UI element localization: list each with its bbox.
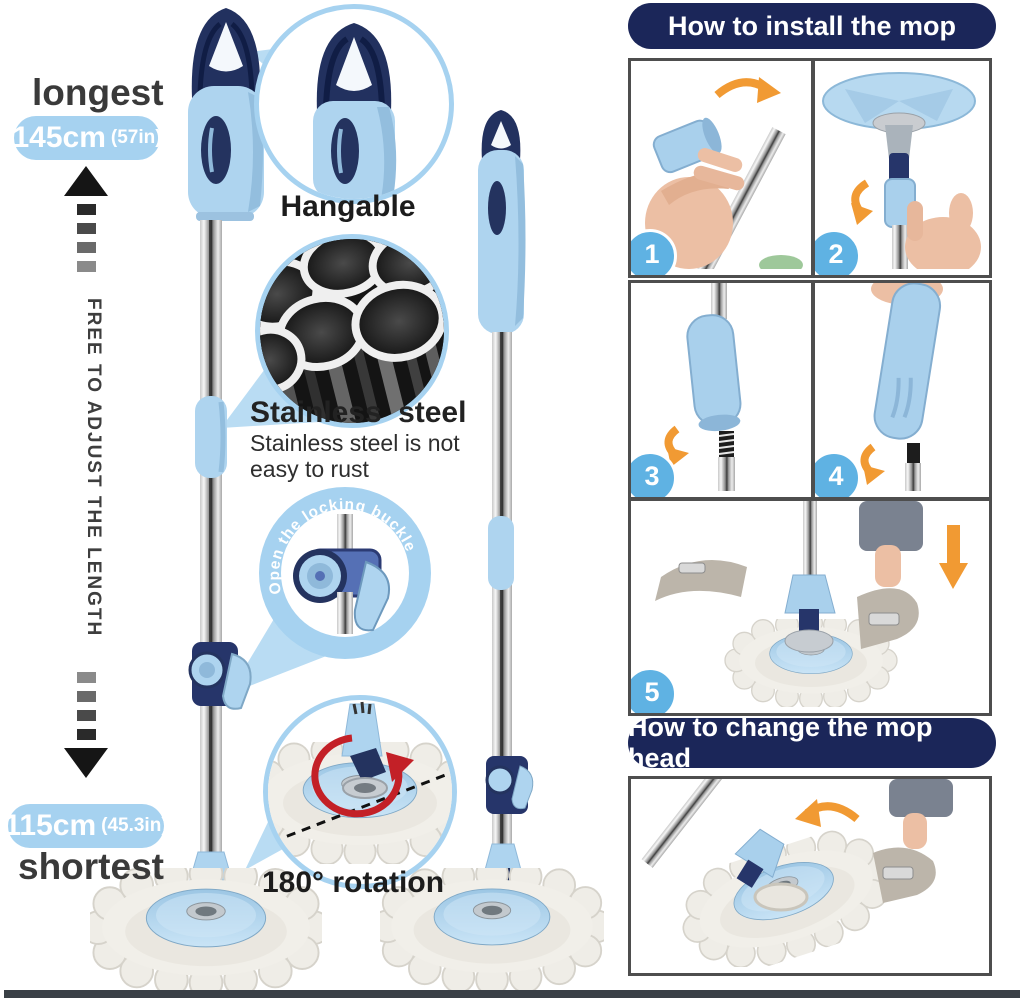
- step-2-illustration: [822, 72, 981, 275]
- rotation-arrow-icon: [311, 734, 403, 818]
- step-number-badge: 5: [631, 667, 677, 713]
- step-3-illustration: [664, 283, 742, 491]
- install-step-2-photo: 2: [812, 58, 992, 278]
- change-mop-head-photo: [628, 776, 992, 976]
- locking-buckle-icon: Open the locking buckle: [259, 487, 431, 659]
- shortest-unit: (45.3in): [101, 815, 168, 836]
- install-step-1-photo: 1: [628, 58, 814, 278]
- shortest-length-badge: 115cm (45.3in): [4, 804, 168, 848]
- up-arrow-icon: [64, 166, 108, 272]
- install-section-header: How to install the mop: [628, 3, 996, 49]
- longest-unit: (57in): [110, 127, 162, 148]
- stainless-callout-circle: [255, 234, 449, 428]
- down-arrow-icon: [64, 672, 108, 778]
- hangable-callout-circle: [254, 4, 454, 204]
- step-1-illustration: [645, 77, 803, 275]
- down-arrow-icon: [939, 525, 968, 589]
- hangable-label: Hangable: [280, 190, 416, 223]
- install-step-4-photo: 4: [812, 280, 992, 500]
- mop-shortest: [380, 110, 604, 992]
- install-step-3-photo: 3: [628, 280, 814, 500]
- stainless-description: Stainless steel is not easy to rust: [250, 430, 460, 482]
- bottom-edge-bar: [4, 990, 1020, 998]
- step-4-illustration: [860, 283, 943, 491]
- shortest-label: shortest: [18, 846, 164, 887]
- step-number-badge: 2: [815, 229, 861, 275]
- rotating-head-icon: [268, 701, 452, 864]
- longest-label: longest: [32, 72, 164, 113]
- rotation-label: 180° rotation: [262, 866, 445, 899]
- longest-length-badge: 145cm (57in): [12, 116, 162, 160]
- install-step-5-photo: 5: [628, 498, 992, 716]
- handle-top-icon: [313, 23, 397, 199]
- mop-longest: [90, 8, 322, 995]
- step-number-badge: 3: [631, 451, 677, 497]
- rotation-callout-circle: [263, 695, 457, 889]
- change-head-illustration: [641, 779, 953, 973]
- step-number-badge: 1: [631, 229, 677, 275]
- change-section-header: How to change the mop head: [628, 712, 996, 773]
- step-number-badge: 4: [815, 451, 861, 497]
- stainless-title: Stainless steel: [250, 396, 467, 429]
- step-5-illustration: [655, 501, 968, 707]
- buckle-callout-circle: Open the locking buckle: [258, 486, 432, 660]
- shortest-value: 115cm: [4, 809, 97, 842]
- adjust-length-vertical-label: FREE TO ADJUST THE LENGTH: [83, 298, 104, 638]
- longest-value: 145cm: [12, 121, 106, 154]
